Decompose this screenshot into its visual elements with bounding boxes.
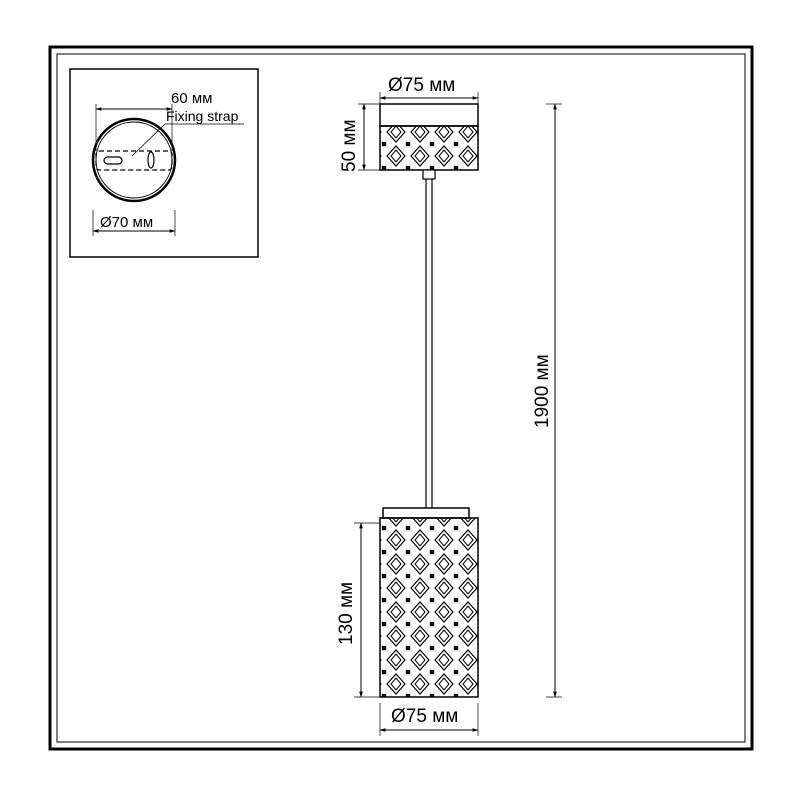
shade-height-label: 130 мм: [336, 582, 357, 645]
strap-leader-line: [131, 123, 166, 157]
canopy-height-label: 50 мм: [339, 119, 360, 172]
inset-box: [69, 68, 259, 258]
outer-frame: [48, 45, 754, 751]
canopy-top-plate: [379, 103, 479, 127]
mount-diameter-label: Ø70 мм: [100, 214, 153, 231]
fixing-strap-shape: [95, 150, 173, 171]
canopy-body: [379, 125, 479, 171]
strap-slot-right: [147, 151, 155, 169]
mount-plate-outer: [91, 117, 177, 203]
inner-frame: [56, 53, 746, 743]
strap-slot-left: [103, 156, 123, 165]
shade-diameter-label: Ø75 мм: [391, 706, 458, 727]
mount-plate-inner: [95, 121, 173, 199]
canopy-bottom-fitting: [422, 169, 436, 180]
fixing-strap-label: Fixing strap: [166, 108, 239, 124]
canopy-diameter-label: Ø75 мм: [388, 75, 455, 96]
shade: 130 мм Ø75 мм: [336, 507, 479, 736]
canopy: Ø75 мм 50 мм: [339, 75, 479, 180]
strap-length-label: 60 мм: [171, 90, 212, 107]
shade-top-cap: [382, 507, 470, 519]
overall-length-label: 1900 мм: [532, 354, 553, 428]
shade-body: [379, 517, 479, 698]
mounting-detail-inset: 60 мм Fixing strap Ø70 мм: [69, 68, 259, 258]
